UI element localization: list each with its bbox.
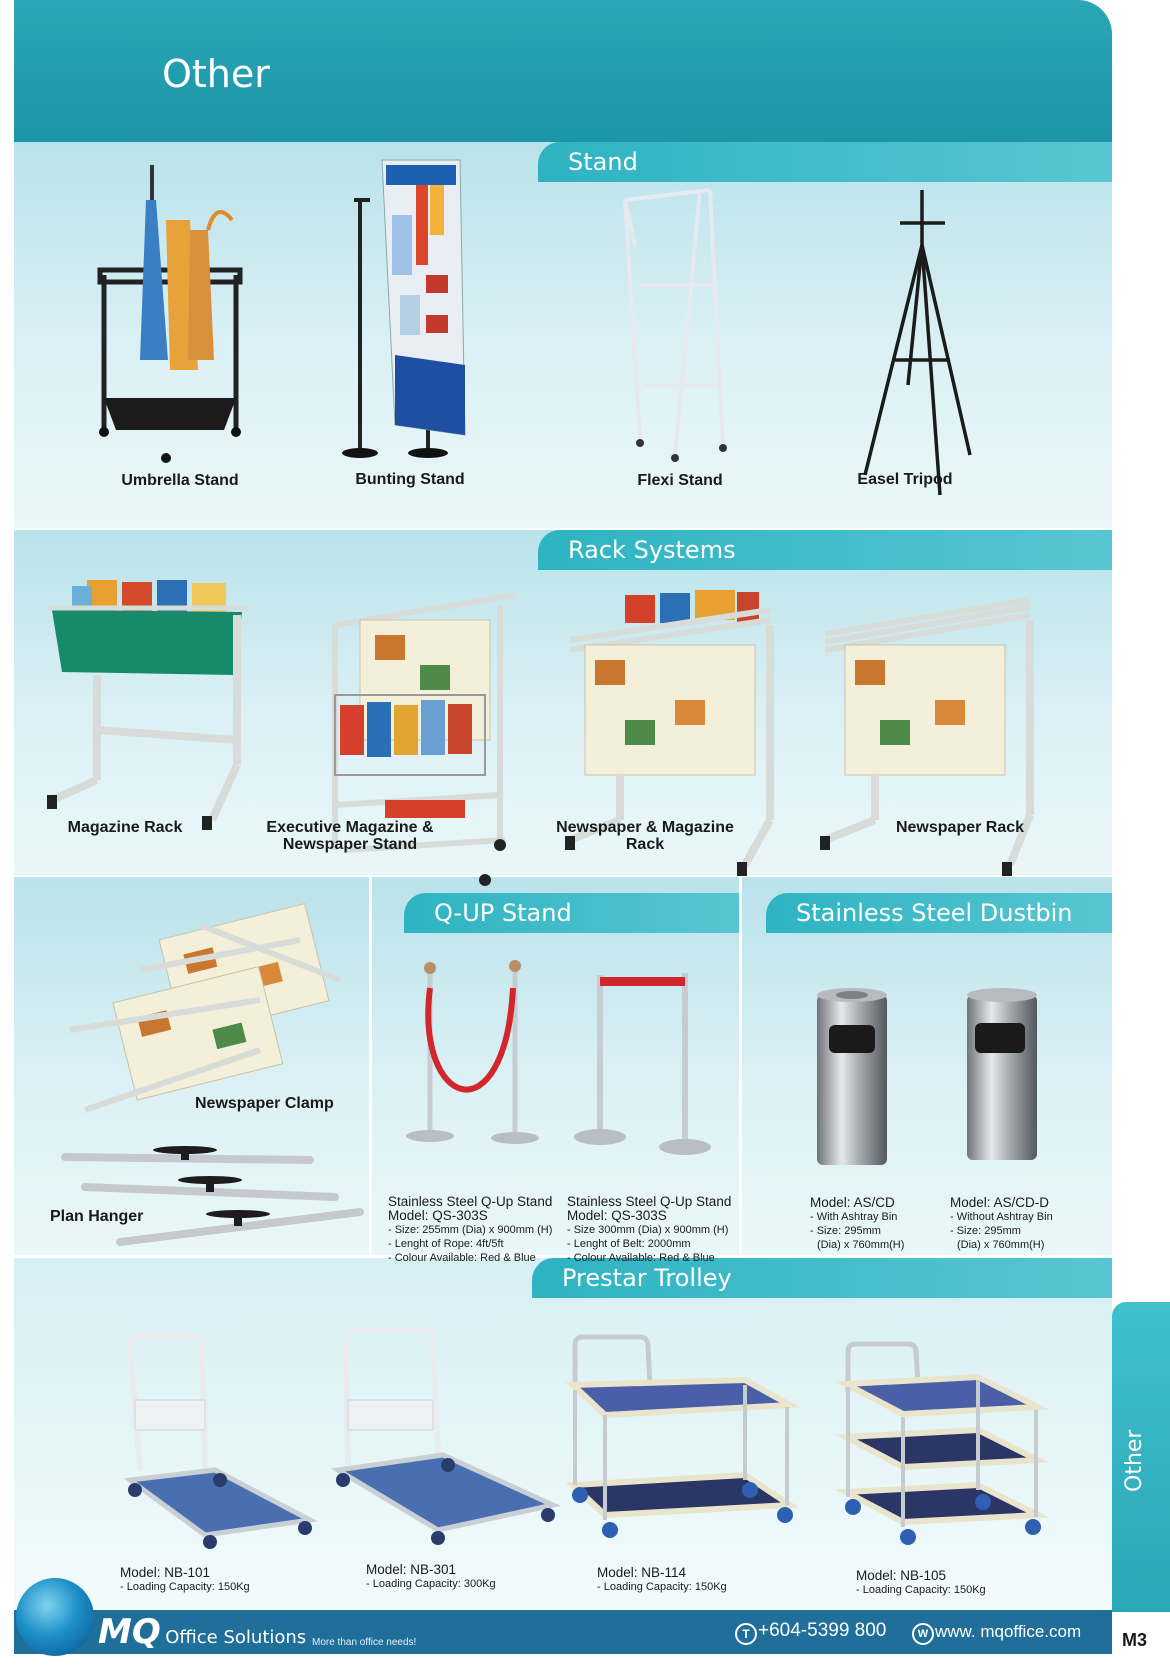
newspaper-rack-image (820, 597, 1034, 876)
web-mark: W (917, 1628, 929, 1640)
spec-capacity: - Loading Capacity: 300Kg (366, 1578, 496, 1590)
page-number: M3 (1122, 1630, 1148, 1650)
spec-capacity: - Loading Capacity: 150Kg (597, 1581, 727, 1593)
magazine-rack-image (47, 580, 247, 830)
spec-model: Model: NB-114 (597, 1565, 687, 1580)
section-title: Stainless Steel Dustbin (796, 899, 1073, 927)
spec-line: - Size: 295mm (810, 1225, 881, 1237)
qup-spec-2: Stainless Steel Q-Up Stand Model: QS-303… (567, 1195, 737, 1265)
spec-line: - With Ashtray Bin (810, 1211, 898, 1223)
page-title: Other (162, 52, 270, 96)
trolley-spec-3: Model: NB-114 - Loading Capacity: 150Kg (597, 1566, 797, 1594)
spec-colour: - Colour Available: Red & Blue (567, 1252, 715, 1264)
dustbin-spec-2: Model: AS/CD-D - Without Ashtray Bin - S… (950, 1196, 1090, 1252)
product-caption: Newspaper Rack (895, 819, 1025, 836)
spec-size: - Size: 255mm (Dia) x 900mm (H) (388, 1224, 553, 1236)
trolley-nb114-image (565, 1334, 801, 1538)
trolley-spec-1: Model: NB-101 - Loading Capacity: 150Kg (120, 1566, 320, 1594)
flexi-stand-image (623, 188, 727, 462)
brand-logo: MQ Office Solutions (98, 1612, 306, 1652)
trolley-nb105-image (834, 1341, 1050, 1545)
dustbin-with-ashtray-image (817, 988, 887, 1165)
trolley-nb101-image (123, 1332, 318, 1549)
brand-globe-icon (16, 1578, 94, 1656)
spec-model: Model: NB-101 (120, 1565, 211, 1580)
spec-model: Model: AS/CD (810, 1195, 895, 1210)
spec-capacity: - Loading Capacity: 150Kg (856, 1584, 986, 1596)
product-caption: Umbrella Stand (121, 472, 239, 489)
footer-phone: +604-5399 800 (758, 1620, 887, 1641)
qup-panel (372, 877, 739, 1255)
section-tab-stand: Stand (538, 142, 1112, 182)
bunting-stand-image (342, 159, 466, 458)
spec-colour: - Colour Available: Red & Blue (388, 1252, 536, 1264)
section-title: Rack Systems (568, 536, 736, 564)
qup-spec-1: Stainless Steel Q-Up Stand Model: QS-303… (388, 1195, 558, 1265)
newspaper-magazine-rack-image (565, 590, 774, 876)
brand-tagline: More than office needs! (312, 1637, 417, 1648)
spec-model: Model: QS-303S (388, 1208, 488, 1223)
section-tab-rack: Rack Systems (538, 530, 1112, 570)
page-header: Other (14, 0, 1112, 142)
trolley-nb301-image (330, 1327, 561, 1545)
section-tab-dustbin: Stainless Steel Dustbin (766, 893, 1112, 933)
product-caption: Easel Tripod (857, 471, 953, 488)
trolley-spec-2: Model: NB-301 - Loading Capacity: 300Kg (366, 1563, 566, 1591)
easel-tripod-image (863, 190, 972, 496)
side-section-tab: Other (1112, 1302, 1170, 1612)
spec-capacity: - Loading Capacity: 150Kg (120, 1581, 250, 1593)
section-tab-qup: Q-UP Stand (404, 893, 739, 933)
trolley-spec-4: Model: NB-105 - Loading Capacity: 150Kg (856, 1569, 1056, 1597)
section-title: Prestar Trolley (562, 1264, 732, 1292)
product-caption: Newspaper Clamp (195, 1095, 334, 1112)
qup-stand-rope-image (406, 960, 539, 1144)
product-caption: Plan Hanger (50, 1208, 144, 1225)
spec-model: Model: NB-301 (366, 1562, 457, 1577)
spec-extra: - Lenght of Rope: 4ft/5ft (388, 1238, 504, 1250)
footer-website[interactable]: www. mqoffice.com (935, 1622, 1082, 1641)
spec-line: - Size: 295mm (950, 1225, 1021, 1237)
phone-mark: T (742, 1627, 750, 1641)
plan-hanger-image (61, 1146, 364, 1246)
qup-stand-belt-image (574, 973, 711, 1155)
spec-line: - Without Ashtray Bin (950, 1211, 1053, 1223)
dustbin-panel (742, 877, 1112, 1255)
spec-model: Model: AS/CD-D (950, 1195, 1050, 1210)
spec-model: Model: NB-105 (856, 1568, 947, 1583)
executive-magazine-stand-image (332, 592, 516, 886)
brand-subtitle: Office Solutions (165, 1627, 307, 1648)
spec-extra: - Lenght of Belt: 2000mm (567, 1238, 691, 1250)
section-title: Stand (568, 148, 638, 176)
side-tab-label: Other (1122, 1429, 1147, 1492)
section-title: Q-UP Stand (434, 899, 572, 927)
spec-name: Stainless Steel Q-Up Stand (388, 1194, 553, 1209)
umbrella-stand-image (97, 165, 243, 463)
product-caption: Newspaper & Magazine Rack (556, 819, 734, 853)
spec-model: Model: QS-303S (567, 1208, 667, 1223)
newspaper-clamp-image (69, 903, 342, 1113)
dustbin-spec-1: Model: AS/CD - With Ashtray Bin - Size: … (810, 1196, 940, 1252)
product-caption: Bunting Stand (355, 471, 465, 488)
spec-line: (Dia) x 760mm(H) (817, 1239, 905, 1251)
product-caption: Executive Magazine & Newspaper Stand (266, 819, 434, 853)
product-caption: Magazine Rack (67, 819, 183, 836)
web-icon: W (912, 1623, 934, 1645)
dustbin-without-ashtray-image (967, 988, 1037, 1160)
spec-size: - Size 300mm (Dia) x 900mm (H) (567, 1224, 729, 1236)
spec-name: Stainless Steel Q-Up Stand (567, 1194, 732, 1209)
product-caption: Flexi Stand (637, 472, 723, 489)
phone-icon: T (735, 1623, 757, 1645)
brand-mark: MQ (98, 1612, 161, 1652)
section-tab-trolley: Prestar Trolley (532, 1258, 1112, 1298)
spec-line: (Dia) x 760mm(H) (957, 1239, 1045, 1251)
